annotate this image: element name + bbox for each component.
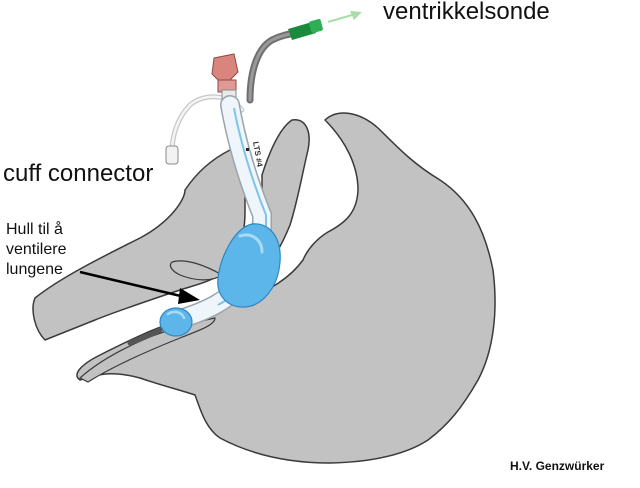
sonde-direction-arrow [327, 14, 353, 23]
ventilation-hole-label-line: ventilere [6, 241, 67, 258]
cuff-connector-plug [165, 145, 179, 165]
sonde-tip [288, 22, 316, 40]
tube-connector [211, 53, 239, 83]
gastric-tube-label: ventrikkelsonde [383, 0, 550, 25]
ventilation-hole-label: Hull til å ventilere lungene [6, 220, 66, 280]
ventilation-hole-label-line: Hull til å [6, 221, 63, 238]
cuff-connector-label: cuff connector [3, 160, 154, 187]
pharynx-tissue [76, 112, 496, 464]
author-credit: H.V. Genzwürker [510, 459, 605, 473]
gastric-tube [246, 29, 300, 104]
ventilation-hole-label-line: lungene [6, 261, 63, 278]
tube-marking: LTS #4 [251, 141, 264, 168]
ventilation-hole-arrow [79, 270, 186, 299]
proximal-cuff [217, 223, 281, 308]
epiglottis-tissue [169, 260, 224, 281]
